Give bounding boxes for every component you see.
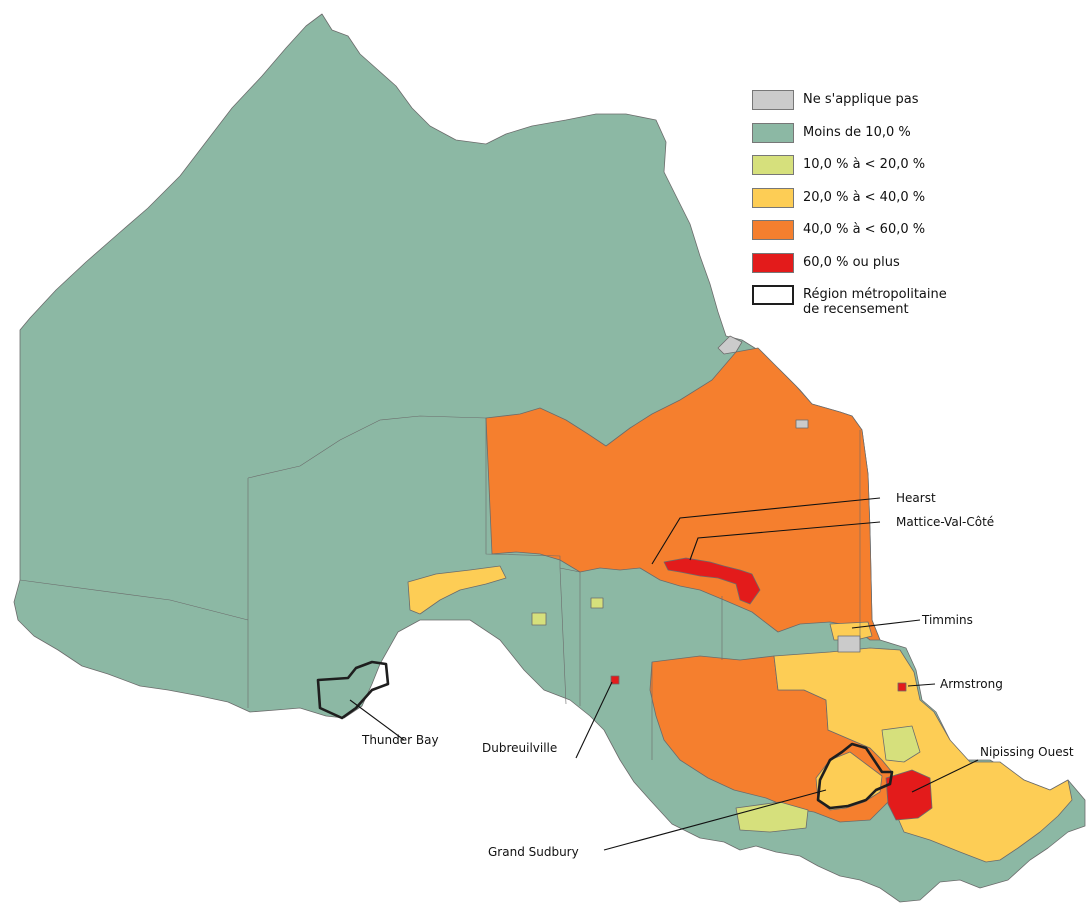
region-60-plus-dubreuilville <box>610 675 620 685</box>
legend-item: 60,0 % ou plus <box>752 252 1052 286</box>
label-armstrong: Armstrong <box>940 677 1003 691</box>
region-not-applicable-a <box>717 335 743 355</box>
leader-hearst <box>651 497 881 565</box>
label-mattice: Mattice-Val-Côté <box>896 515 994 529</box>
leader-timmins <box>851 619 921 629</box>
legend-item: 40,0 % à < 60,0 % <box>752 220 1052 253</box>
cma-grand-sudbury-outline <box>816 742 894 810</box>
legend-label: Région métropolitaine de recensement <box>803 287 947 317</box>
region-not-applicable-c <box>795 419 809 429</box>
legend-swatch <box>752 187 794 208</box>
legend-item: 10,0 % à < 20,0 % <box>752 155 1052 188</box>
legend-item: Région métropolitaine de recensement <box>752 285 1052 318</box>
legend-item: Ne s'applique pas <box>752 90 1052 123</box>
region-20-40-east <box>773 647 1073 863</box>
legend-label: 60,0 % ou plus <box>803 254 900 270</box>
region-60-plus-hearst <box>663 557 761 605</box>
legend-swatch <box>752 155 794 175</box>
label-grand-sudbury: Grand Sudbury <box>488 845 579 859</box>
legend-swatch <box>752 122 794 143</box>
leader-thunder-bay <box>349 699 405 741</box>
leader-dubreuilville <box>575 681 613 759</box>
region-10-20-d <box>590 597 604 609</box>
label-dubreuilville: Dubreuilville <box>482 741 557 755</box>
legend-swatch <box>752 285 794 305</box>
legend-item: Moins de 10,0 % <box>752 122 1052 156</box>
region-60-plus-nipissing <box>885 769 933 821</box>
region-not-applicable-b <box>837 635 861 653</box>
boundary-lines <box>19 415 861 760</box>
label-thunder-bay: Thunder Bay <box>361 733 439 747</box>
legend-item: 20,0 % à < 40,0 % <box>752 187 1052 221</box>
legend-label: Moins de 10,0 % <box>803 124 911 140</box>
leader-grand-sudbury <box>603 789 827 851</box>
legend-label: Ne s'applique pas <box>803 92 919 107</box>
leader-armstrong <box>907 683 936 687</box>
label-hearst: Hearst <box>896 491 936 505</box>
leader-nipissing <box>911 759 979 793</box>
label-timmins: Timmins <box>921 613 973 627</box>
legend-swatch <box>752 252 794 273</box>
legend-label: 20,0 % à < 40,0 % <box>803 189 926 205</box>
leader-mattice <box>689 521 881 561</box>
legend-label: 40,0 % à < 60,0 % <box>803 222 926 237</box>
label-nipissing-ouest: Nipissing Ouest <box>980 745 1074 759</box>
cma-thunder-bay-outline <box>316 660 390 720</box>
legend-swatch <box>752 220 794 240</box>
region-20-40-west <box>407 565 507 615</box>
region-10-20-c <box>531 612 547 626</box>
region-60-plus-armstrong <box>897 682 907 692</box>
region-10-20-b <box>735 801 809 833</box>
region-10-20-a <box>881 725 921 763</box>
region-40-60-north <box>485 347 881 641</box>
legend-label: 10,0 % à < 20,0 % <box>803 157 926 172</box>
legend-swatch <box>752 90 794 110</box>
